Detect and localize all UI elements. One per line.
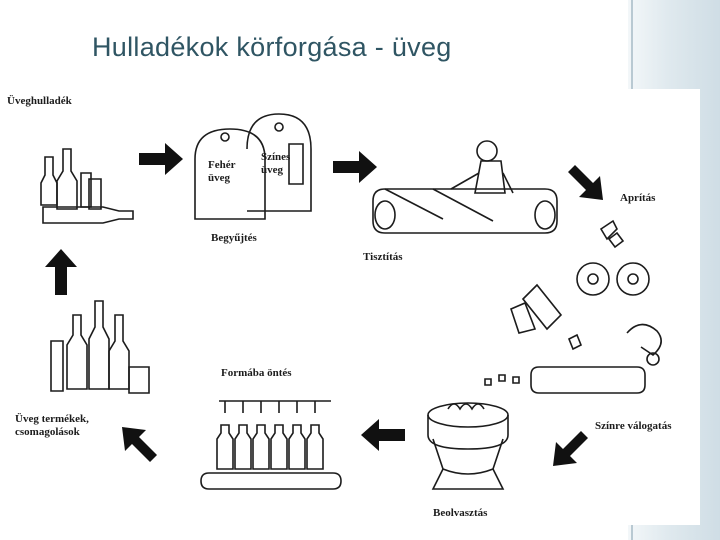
arrow-up-icon	[45, 249, 77, 295]
label-coloured-glass: Színes üveg	[261, 151, 291, 176]
moulding-line-icon	[200, 400, 342, 490]
glass-products-icon	[50, 300, 150, 394]
diagram-illustration	[40, 113, 662, 490]
melting-furnace-icon	[427, 402, 509, 490]
glass-recycling-diagram: Üveghulladék Fehér üveg Színes üveg Begy…	[3, 89, 700, 525]
waste-bottles-icon	[40, 148, 134, 224]
label-crushing: Aprítás	[620, 192, 656, 204]
arrow-right-icon	[139, 143, 183, 175]
arrow-up-left-icon	[122, 427, 157, 462]
arrow-left-icon	[361, 419, 405, 451]
cleaning-conveyor-icon	[372, 140, 558, 234]
arrow-down-left-icon	[553, 431, 588, 466]
crushing-gears-icon	[510, 219, 650, 351]
label-collection: Begyűjtés	[211, 232, 257, 244]
process-arrows	[45, 143, 603, 466]
label-glass-products: Üveg termékek, csomagolások	[15, 413, 89, 438]
arrow-right-icon	[333, 151, 377, 183]
label-moulding: Formába öntés	[221, 367, 292, 379]
collection-containers-icon	[194, 113, 312, 220]
label-cleaning: Tisztítás	[363, 251, 403, 263]
label-white-glass: Fehér üveg	[208, 159, 236, 184]
label-melting: Beolvasztás	[433, 507, 488, 519]
arrow-down-right-icon	[568, 165, 603, 200]
label-colour-sorting: Színre válogatás	[595, 420, 672, 432]
slide-title: Hulladékok körforgása - üveg	[92, 32, 452, 62]
label-waste-glass: Üveghulladék	[7, 95, 72, 107]
colour-sorting-conveyor-icon	[484, 323, 662, 394]
